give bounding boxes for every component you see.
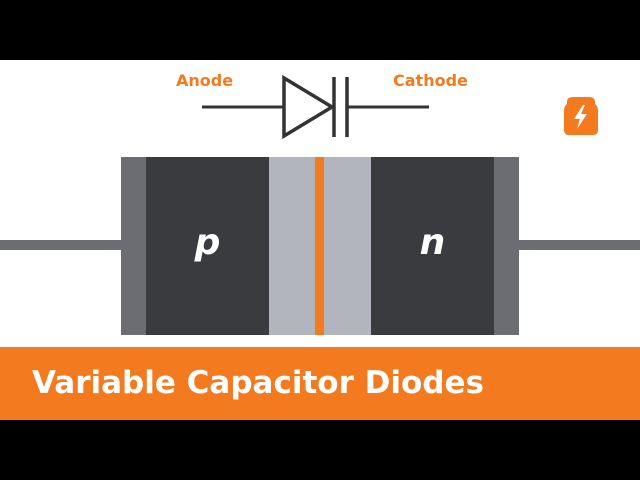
- lightning-bolt-icon: [564, 97, 598, 135]
- anode-label: Anode: [176, 71, 234, 90]
- banner-title: Variable Capacitor Diodes: [32, 365, 484, 401]
- title-banner: Variable Capacitor Diodes: [0, 347, 640, 420]
- n-region: [371, 157, 494, 335]
- left-terminal-cap: [121, 157, 146, 335]
- varactor-diode-symbol: [202, 74, 429, 140]
- n-region-label: n: [419, 222, 446, 263]
- left-lead-wire: [0, 240, 122, 250]
- right-lead-wire: [518, 240, 640, 250]
- p-region-label: p: [194, 222, 221, 263]
- right-terminal-cap: [494, 157, 519, 335]
- diode-triangle: [282, 74, 336, 140]
- diagram-panel: Anode Cathode p n Variable Capacitor: [0, 60, 640, 420]
- diode-body: p n: [121, 157, 519, 335]
- cathode-label: Cathode: [393, 71, 468, 90]
- pn-junction: [315, 157, 324, 335]
- p-region: [146, 157, 269, 335]
